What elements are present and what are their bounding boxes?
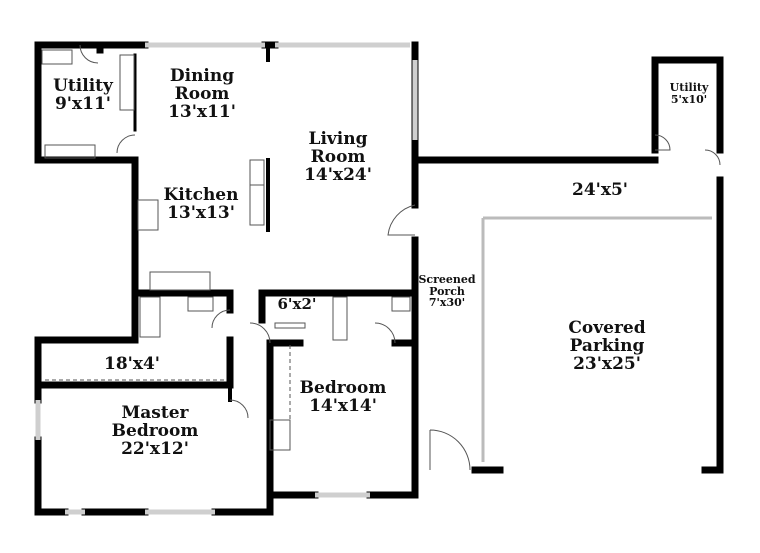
room-size: 14'x14' xyxy=(309,395,377,416)
room-name: Master xyxy=(121,403,189,423)
room-name: Porch xyxy=(429,284,465,298)
room-size: 24'x5' xyxy=(571,180,629,200)
room-size: 6'x2' xyxy=(277,295,317,313)
storage-label: 24'x5' xyxy=(571,180,629,200)
master-closet-label: 18'x4' xyxy=(103,354,161,374)
room-size: 9'x11' xyxy=(54,93,112,114)
room-name: Room xyxy=(310,146,366,167)
room-size: 22'x12' xyxy=(121,438,189,459)
room-name: Room xyxy=(174,83,230,104)
room-size: 5'x10' xyxy=(670,92,708,106)
fixtures xyxy=(41,49,411,451)
room-name: Covered xyxy=(568,318,646,338)
parking-outline xyxy=(481,216,712,462)
doors xyxy=(79,44,721,471)
room-name: Bedroom xyxy=(111,420,199,441)
room-size: 7'x30' xyxy=(428,296,466,310)
room-name: Utility xyxy=(53,76,113,96)
room-size: 14'x24' xyxy=(304,164,372,185)
room-name: Living xyxy=(308,129,368,149)
room-name: Kitchen xyxy=(163,185,239,205)
room-name: Utility xyxy=(669,81,709,94)
room-size: 23'x25' xyxy=(573,353,641,374)
room-size: 13'x13' xyxy=(167,202,235,223)
closet-hall-label: 6'x2' xyxy=(277,295,317,313)
room-size: 13'x11' xyxy=(168,101,236,122)
room-name: Screened xyxy=(418,273,476,286)
room-size: 18'x4' xyxy=(103,354,161,374)
room-name: Dining xyxy=(169,66,235,86)
windows xyxy=(35,42,418,515)
walls xyxy=(34,41,724,516)
room-name: Parking xyxy=(569,335,645,356)
room-name: Bedroom xyxy=(299,378,387,398)
